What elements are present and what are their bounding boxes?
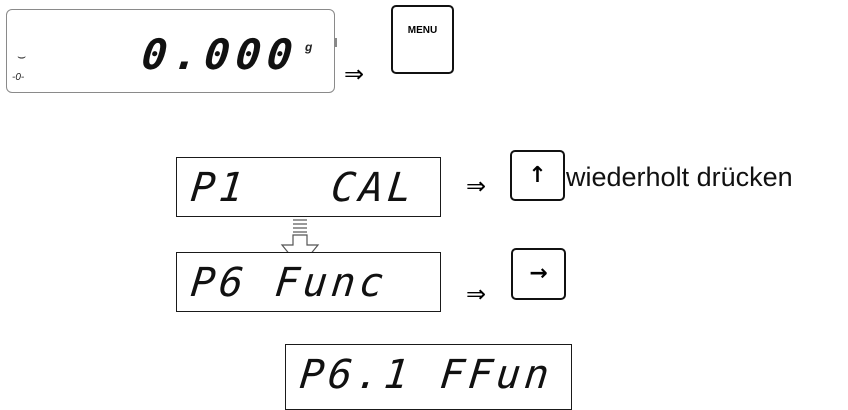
menu-display-p6: P6 Func (176, 252, 441, 312)
implies-arrow-2: ⇒ (466, 172, 487, 200)
implies-arrow-3: ⇒ (466, 280, 487, 308)
display-tick-mark (335, 38, 337, 47)
menu-readout-p1: P1 CAL (188, 165, 419, 211)
up-arrow-button[interactable]: ↑ (510, 150, 565, 201)
stable-indicator: ⌣ (17, 48, 27, 64)
instruction-text: wiederholt drücken (566, 162, 793, 192)
implies-arrow-1: ⇒ (344, 60, 365, 88)
menu-button[interactable]: MENU (391, 5, 454, 74)
menu-button-label: MENU (407, 25, 438, 36)
weight-display: ⌣ -0- 0.000 g (6, 9, 335, 93)
menu-readout-p61: P6.1 FFun (297, 352, 556, 398)
menu-display-p61: P6.1 FFun (285, 344, 572, 410)
menu-readout-p6: P6 Func (188, 260, 390, 306)
right-arrow-icon: → (529, 261, 548, 286)
weight-readout: 0.000 (139, 30, 302, 79)
unit-label: g (305, 40, 313, 54)
up-arrow-icon: ↑ (528, 162, 547, 188)
right-arrow-button[interactable]: → (511, 248, 566, 300)
menu-display-p1: P1 CAL (176, 157, 441, 217)
zero-indicator: -0- (12, 72, 25, 83)
